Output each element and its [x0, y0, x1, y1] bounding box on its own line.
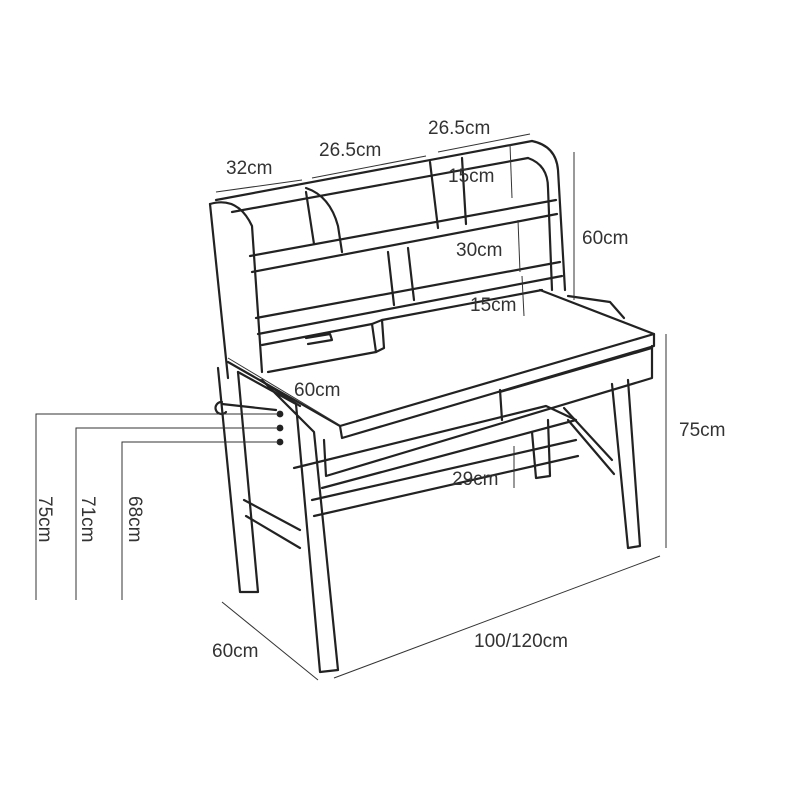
label-shelf-left-width: 32cm: [226, 158, 272, 179]
label-desk-height: 75cm: [679, 420, 725, 441]
label-hutch-height: 60cm: [582, 228, 628, 249]
adjust-hole-mid: [276, 424, 284, 432]
adjust-hole-low: [276, 438, 284, 446]
label-adjust-height-75: 75cm: [34, 496, 55, 542]
label-base-depth: 60cm: [212, 641, 258, 662]
label-shelf-right-width: 26.5cm: [428, 118, 490, 139]
label-desk-width: 100/120cm: [474, 631, 568, 652]
label-footrest-depth: 29cm: [452, 469, 498, 490]
label-adjust-height-68: 68cm: [124, 496, 145, 542]
label-adjust-height-71: 71cm: [77, 496, 98, 542]
label-shelf-top-height: 15cm: [448, 166, 494, 187]
label-shelf-low-height: 15cm: [470, 295, 516, 316]
hutch: [208, 139, 626, 380]
dimension-labels: 32cm 26.5cm 26.5cm 15cm 30cm 15cm 60cm 6…: [34, 118, 725, 662]
label-shelf-mid-width: 26.5cm: [319, 140, 381, 161]
label-desk-depth-top: 60cm: [294, 380, 340, 401]
dimension-lines: [35, 133, 667, 681]
label-shelf-mid-height: 30cm: [456, 240, 502, 261]
adjust-hole-high: [276, 410, 284, 418]
legs-and-frame: [214, 366, 642, 674]
desktop: [226, 288, 656, 478]
